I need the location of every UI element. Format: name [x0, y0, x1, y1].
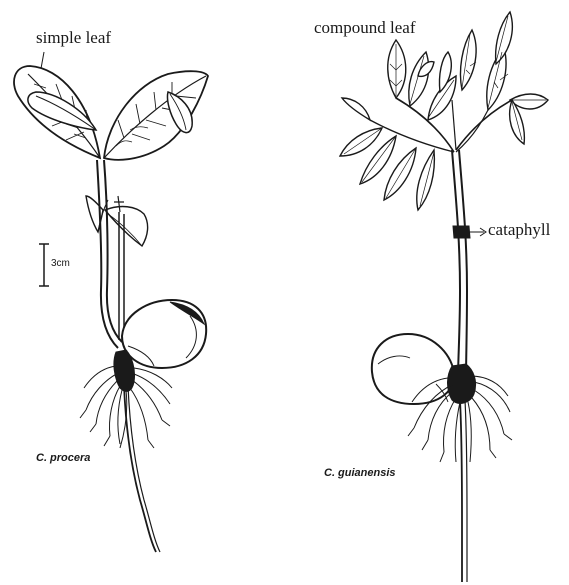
scale-bar — [39, 244, 49, 286]
stem-right — [452, 150, 470, 380]
node-leaflets-left — [86, 196, 148, 246]
compound-leaf — [340, 12, 548, 210]
simple-leaf-label: simple leaf — [36, 29, 111, 46]
stem-left — [97, 160, 124, 348]
leaf-right-1 — [104, 71, 208, 160]
cataphyll-label: cataphyll — [488, 221, 550, 238]
seed-right — [372, 334, 454, 404]
seedling-right — [340, 12, 548, 582]
root-crown-right — [448, 364, 476, 403]
compound-leaf-label: compound leaf — [314, 19, 416, 36]
taproot-right — [460, 400, 462, 582]
seedling-left — [14, 52, 208, 552]
species-label-left: C. procera — [36, 453, 90, 464]
scale-label: 3cm — [51, 259, 70, 269]
seed-left — [122, 300, 206, 368]
cataphyll-arrow — [470, 228, 486, 236]
species-label-right: C. guianensis — [324, 468, 396, 479]
